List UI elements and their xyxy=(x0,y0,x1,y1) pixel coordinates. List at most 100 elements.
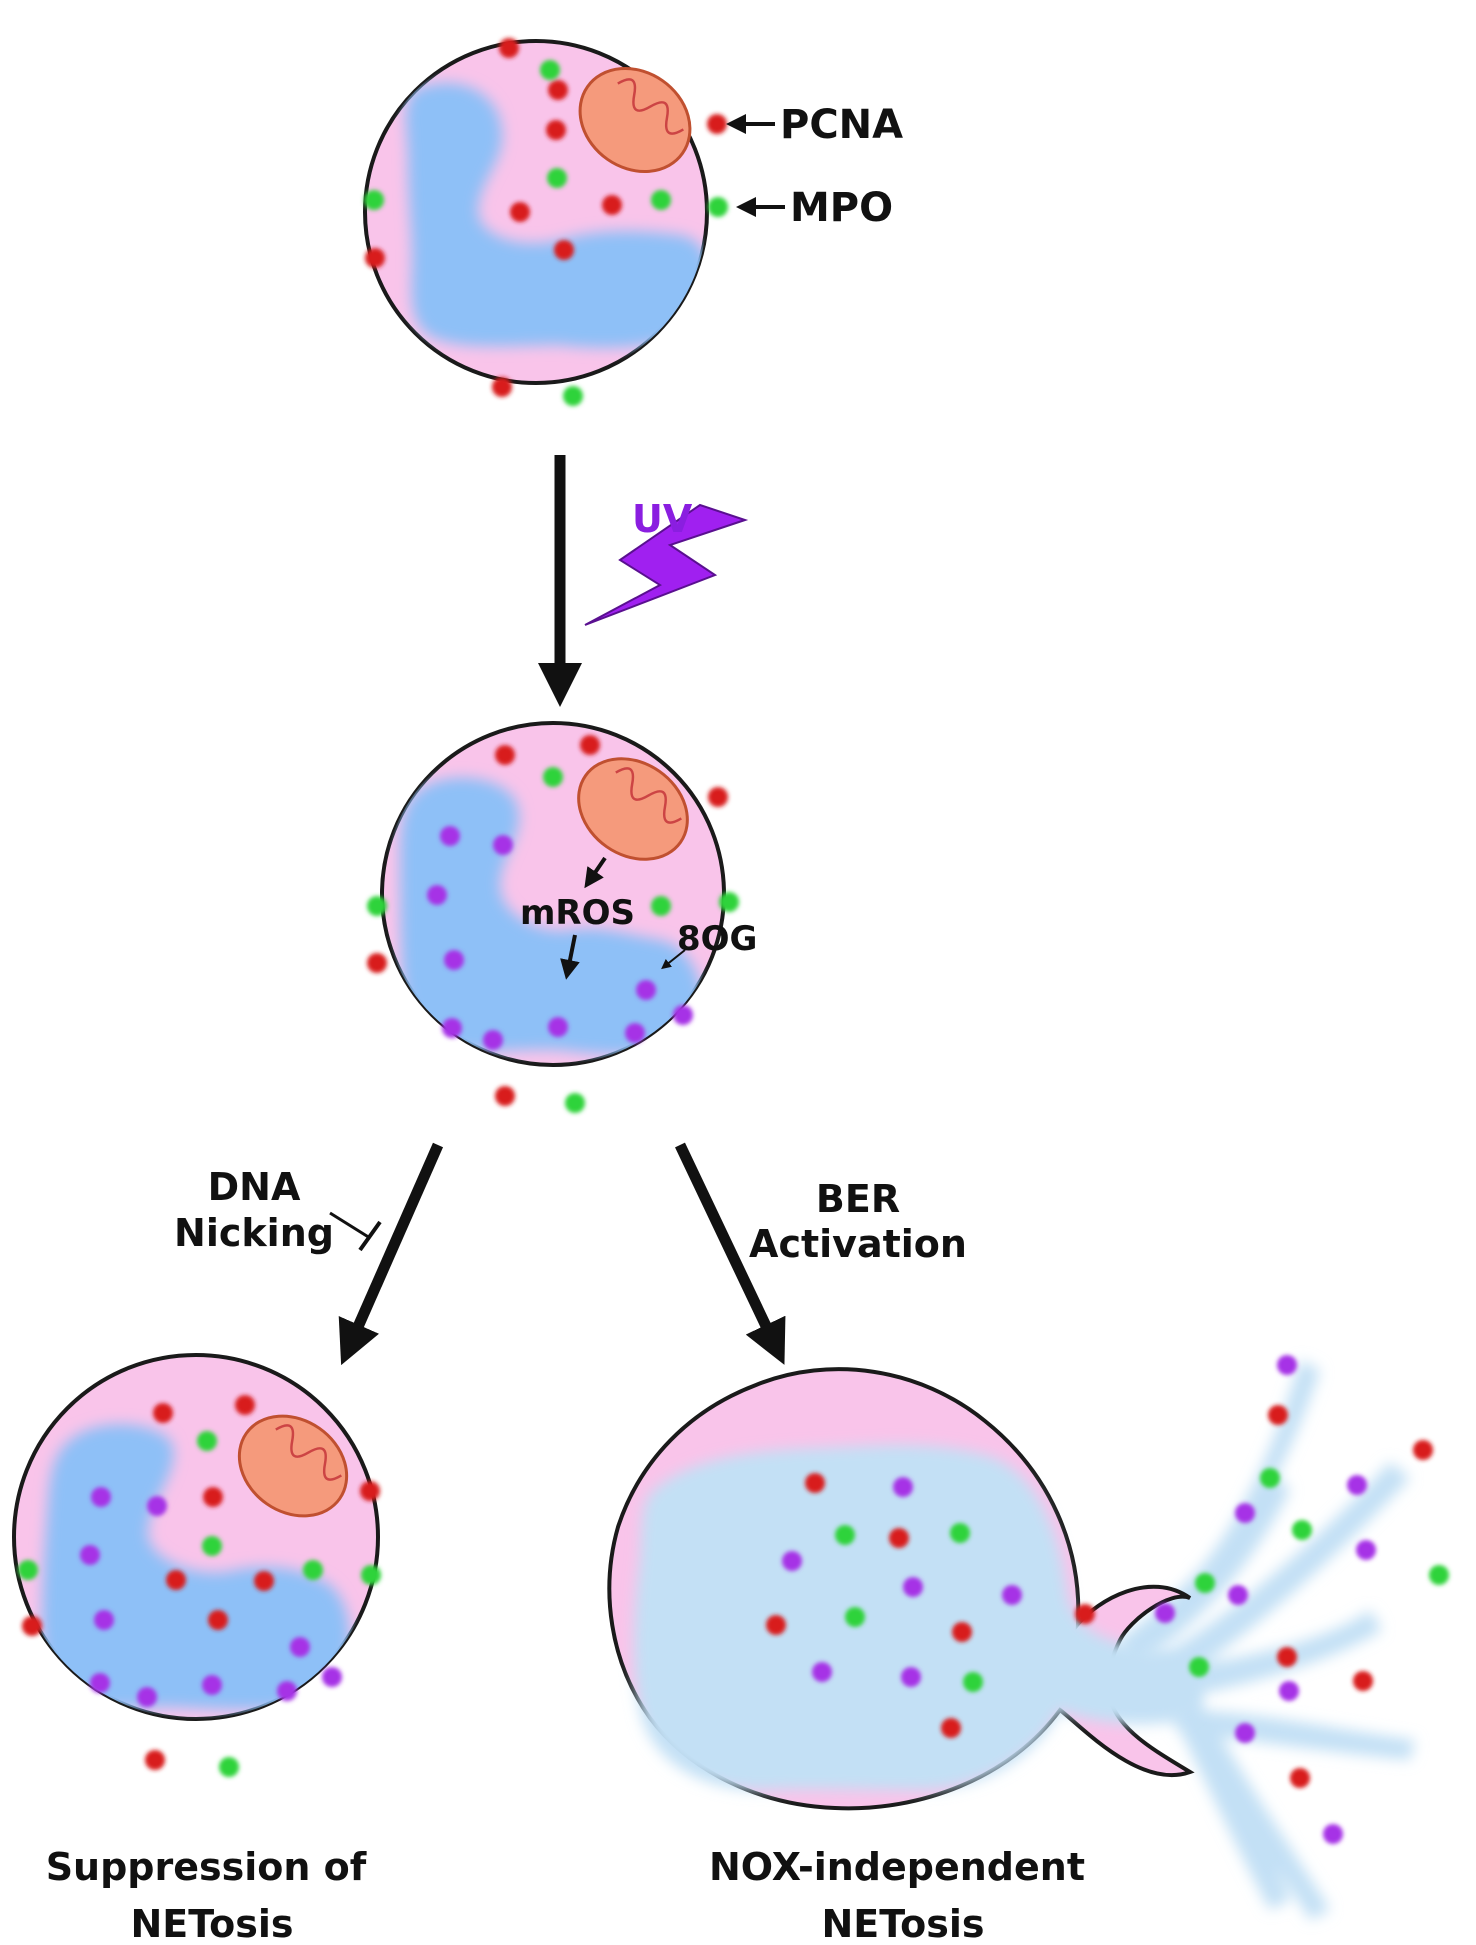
mpo-dot xyxy=(540,60,560,80)
mitochondria-to-mros-arrow xyxy=(584,856,607,889)
oxidized-base-dot xyxy=(277,1681,297,1701)
oxidized-base-dot xyxy=(636,980,656,1000)
oxidized-base-dot xyxy=(903,1577,923,1597)
pcna-dot xyxy=(495,1086,515,1106)
oxidized-base-dot xyxy=(1155,1603,1175,1623)
pcna-dot xyxy=(153,1403,173,1423)
pcna-dot xyxy=(805,1473,825,1493)
mpo-dot xyxy=(219,1757,239,1777)
suppressed-neutrophil-cell xyxy=(12,1353,381,1777)
pcna-dot xyxy=(365,248,385,268)
oxidized-base-dot xyxy=(548,1017,568,1037)
pcna-dot xyxy=(166,1570,186,1590)
netosing-neutrophil-cell xyxy=(607,1355,1449,1920)
mpo-dot xyxy=(197,1431,217,1451)
oxidized-base-dot xyxy=(442,1018,462,1038)
oxidized-base-dot xyxy=(1347,1475,1367,1495)
oxidized-base-dot xyxy=(893,1477,913,1497)
pcna-dot xyxy=(1075,1604,1095,1624)
suppression-branch-arrow xyxy=(338,1142,444,1366)
mpo-dot xyxy=(303,1560,323,1580)
mpo-dot xyxy=(565,1093,585,1113)
mpo-dot xyxy=(1195,1573,1215,1593)
oxidized-base-dot xyxy=(625,1023,645,1043)
oxidized-base-dot xyxy=(1235,1503,1255,1523)
mpo-dot xyxy=(950,1523,970,1543)
mpo-label: MPO xyxy=(790,185,893,231)
decondensed-chromatin xyxy=(634,1445,1202,1790)
oxidized-base-dot xyxy=(812,1662,832,1682)
pcna-dot xyxy=(1290,1768,1310,1788)
mpo-dot xyxy=(547,168,567,188)
pcna-dot xyxy=(495,745,515,765)
mros-to-nucleus-arrow xyxy=(560,934,580,980)
oxidized-base-dot xyxy=(137,1687,157,1707)
oxidized-base-dot xyxy=(444,950,464,970)
dna-nicking-label-line2: Nicking xyxy=(174,1211,334,1255)
pcna-dot xyxy=(492,377,512,397)
mpo-dot xyxy=(364,190,384,210)
ber-activation-label-line1: BER xyxy=(816,1177,900,1221)
oxidized-base-dot xyxy=(147,1496,167,1516)
pcna-dot xyxy=(889,1528,909,1548)
mros-label: mROS xyxy=(520,893,635,933)
oxidized-base-dot xyxy=(901,1667,921,1687)
nox-independent-caption-line2: NETosis xyxy=(821,1902,984,1945)
mpo-dot xyxy=(845,1607,865,1627)
pcna-dot xyxy=(360,1481,380,1501)
pcna-dot xyxy=(548,80,568,100)
mpo-dot xyxy=(651,896,671,916)
oxidized-base-dot xyxy=(483,1030,503,1050)
mpo-dot xyxy=(835,1525,855,1545)
pcna-dot xyxy=(708,787,728,807)
mpo-dot xyxy=(708,197,728,217)
oxidized-base-dot xyxy=(440,826,460,846)
oxidized-base-dot xyxy=(1002,1585,1022,1605)
pcna-label: PCNA xyxy=(780,102,903,148)
oxidized-base-dot xyxy=(673,1005,693,1025)
dna-nicking-inhibition xyxy=(329,1211,382,1252)
8og-pointer-arrow xyxy=(661,949,686,970)
mpo-dot xyxy=(1189,1657,1209,1677)
pcna-dot xyxy=(766,1615,786,1635)
mpo-dot xyxy=(367,896,387,916)
pcna-dot xyxy=(580,735,600,755)
mpo-dot xyxy=(651,190,671,210)
oxidized-base-dot xyxy=(1228,1585,1248,1605)
mpo-dot xyxy=(1260,1468,1280,1488)
resting-neutrophil-cell: PCNA MPO xyxy=(363,38,903,406)
mpo-dot xyxy=(202,1536,222,1556)
nucleus xyxy=(405,83,707,348)
oxidized-base-dot xyxy=(90,1673,110,1693)
oxidized-base-dot xyxy=(94,1610,114,1630)
mitochondrion-icon xyxy=(237,1414,349,1518)
mitochondrion-icon xyxy=(578,66,692,174)
mpo-dot xyxy=(1429,1565,1449,1585)
oxidized-base-dot xyxy=(290,1637,310,1657)
oxidized-base-dot xyxy=(322,1667,342,1687)
oxidized-base-dot xyxy=(1277,1355,1297,1375)
pcna-dot xyxy=(235,1395,255,1415)
mpo-dot xyxy=(543,767,563,787)
pcna-dot xyxy=(941,1718,961,1738)
pcna-dot xyxy=(554,240,574,260)
dna-nicking-label-line1: DNA xyxy=(208,1165,301,1209)
mitochondrion-icon xyxy=(577,757,689,861)
pcna-dot xyxy=(510,202,530,222)
mpo-dot xyxy=(963,1672,983,1692)
net-chromatin-strands xyxy=(1120,1360,1415,1920)
pcna-dot xyxy=(1353,1671,1373,1691)
oxidized-base-dot xyxy=(1279,1681,1299,1701)
pcna-dot xyxy=(1268,1405,1288,1425)
nucleus xyxy=(42,1424,350,1710)
lightning-bolt-icon xyxy=(584,503,749,626)
mpo-dot xyxy=(563,386,583,406)
oxidized-base-dot xyxy=(202,1675,222,1695)
oxidized-base-dot xyxy=(427,885,447,905)
pcna-dot xyxy=(707,114,727,134)
nucleus xyxy=(400,777,703,1055)
ber-activation-label-line2: Activation xyxy=(749,1222,967,1266)
8og-label: 8OG xyxy=(677,919,757,959)
pcna-dot xyxy=(254,1571,274,1591)
